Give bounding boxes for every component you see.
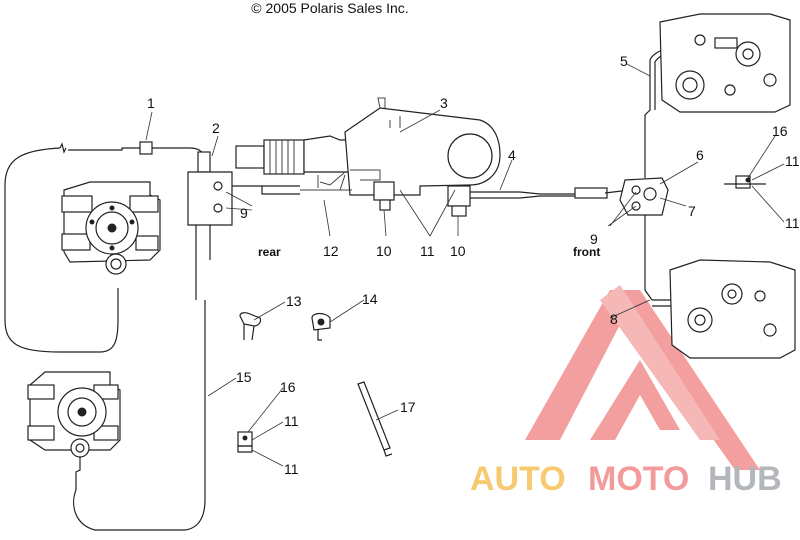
clip-assembly-right [724, 175, 766, 189]
brake-line-12 [300, 175, 352, 191]
callout-11-center: 11 [420, 243, 435, 259]
callout-11-right-lower: 11 [785, 215, 800, 231]
callout-11-lower-lower: 11 [284, 461, 299, 477]
copyright-text: © 2005 Polaris Sales Inc. [251, 0, 409, 16]
callout-1: 1 [147, 95, 155, 111]
callout-3: 3 [440, 95, 448, 111]
cable-tie-17 [357, 381, 393, 457]
front-caliper-lower [652, 259, 796, 359]
watermark-auto: AUTO [470, 460, 566, 498]
front-brake-line-4 [470, 187, 631, 199]
clip-assembly-lower [237, 431, 253, 453]
callout-10-left: 10 [376, 243, 392, 259]
callout-9-rear: 9 [240, 205, 248, 221]
callout-15: 15 [236, 369, 252, 385]
callout-4: 4 [508, 147, 516, 163]
callout-numbers: 1 2 3 4 5 6 7 8 9 9 10 10 11 11 11 11 11… [147, 53, 800, 477]
callout-11-lower-upper: 11 [284, 413, 299, 429]
clamp-14 [311, 312, 331, 341]
rear-brake-line-loop [4, 142, 150, 353]
leader-lines [145, 63, 785, 467]
callout-17: 17 [400, 399, 416, 415]
master-cylinder [235, 97, 501, 217]
callout-12: 12 [323, 243, 339, 259]
rear-junction-block [187, 171, 300, 300]
front-caliper-upper [644, 13, 791, 150]
callout-10-right: 10 [450, 243, 466, 259]
front-junction-block [619, 150, 669, 301]
callout-5: 5 [620, 53, 628, 69]
callout-7: 7 [688, 203, 696, 219]
callout-11-right-upper: 11 [785, 153, 800, 169]
callout-14: 14 [362, 291, 378, 307]
callout-2: 2 [212, 120, 220, 136]
hose-1 [139, 141, 211, 173]
watermark-logo: AUTO MOTO HUB [470, 285, 782, 498]
callout-16-right: 16 [772, 123, 788, 139]
watermark-hub: HUB [708, 460, 782, 498]
rear-label: rear [258, 245, 281, 259]
rear-caliper-lower [27, 300, 206, 531]
clip-13 [239, 312, 262, 341]
rear-caliper-upper [61, 181, 161, 275]
watermark-moto: MOTO [588, 460, 689, 498]
callout-13: 13 [286, 293, 302, 309]
front-label: front [573, 245, 600, 259]
callout-16-lower: 16 [280, 379, 296, 395]
callout-9-front: 9 [590, 231, 598, 247]
callout-6: 6 [696, 147, 704, 163]
callout-8: 8 [610, 311, 618, 327]
